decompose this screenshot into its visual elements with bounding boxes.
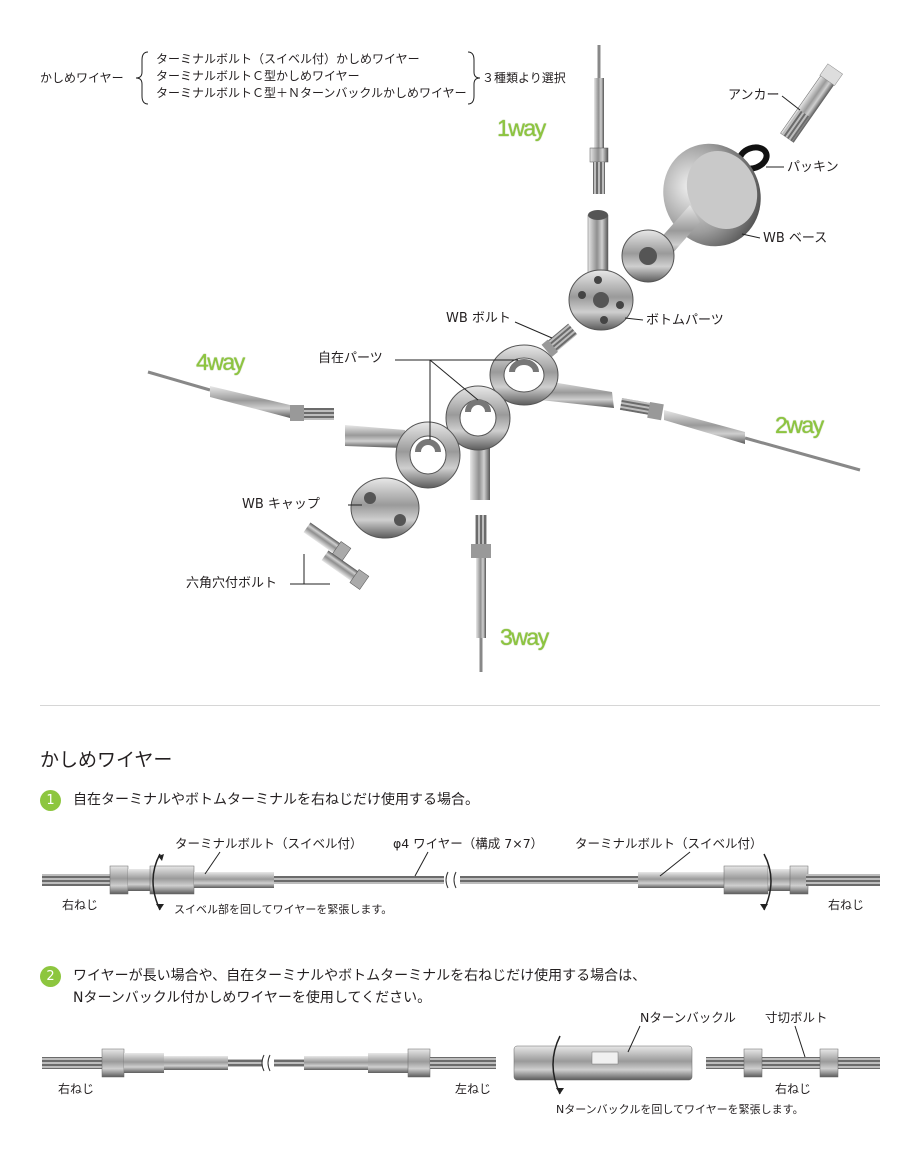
step1-badge: 1 bbox=[40, 790, 61, 811]
wire-type-label: かしめワイヤー bbox=[40, 71, 124, 85]
step2-left-thread-label: 左ねじ bbox=[455, 1082, 492, 1096]
wire-2way bbox=[619, 398, 861, 472]
wb-bolt-part bbox=[541, 323, 578, 357]
step2-leaders bbox=[627, 1025, 806, 1058]
step1-wire-assembly bbox=[42, 853, 880, 911]
wire-3way bbox=[471, 515, 491, 672]
section-divider bbox=[40, 705, 880, 706]
packing-label: パッキン bbox=[787, 160, 839, 175]
way-label-3: 3way bbox=[500, 624, 549, 650]
bottom-parts-part bbox=[568, 210, 634, 331]
wire-4way bbox=[147, 370, 334, 421]
wb-base-label: WB ベース bbox=[763, 231, 828, 246]
wb-base-part bbox=[621, 143, 761, 283]
wire-option-1: ターミナルボルト（スイベル付）かしめワイヤー bbox=[156, 52, 420, 66]
step1-swivel-note: スイベル部を回してワイヤーを緊張します。 bbox=[174, 903, 393, 916]
step1-text: 自在ターミナルやボトムターミナルを右ねじだけ使用する場合。 bbox=[73, 792, 479, 808]
step2-badge: 2 bbox=[40, 966, 61, 987]
step2-wire-assembly bbox=[42, 1035, 880, 1095]
hex-bolt-part-2 bbox=[321, 550, 370, 590]
step2-right-thread-label: 右ねじ bbox=[58, 1082, 95, 1096]
bottom-parts-label: ボトムパーツ bbox=[646, 313, 724, 328]
way-label-4: 4way bbox=[196, 349, 245, 375]
wb-cap-label: WB キャップ bbox=[242, 497, 320, 512]
step1-wire-spec-label: φ4 ワイヤー（構成 7×7） bbox=[393, 836, 544, 851]
step1-terminal-right-label: ターミナルボルト（スイベル付） bbox=[575, 836, 763, 851]
anchor-label: アンカー bbox=[728, 88, 780, 103]
step2-cut-bolt-label: 寸切ボルト bbox=[765, 1010, 828, 1025]
free-part-1 bbox=[489, 344, 614, 408]
step1-leaders bbox=[204, 851, 691, 877]
wire-option-2: ターミナルボルトＣ型かしめワイヤー bbox=[156, 69, 360, 83]
choose-three-label: ３種類より選択 bbox=[482, 71, 566, 85]
free-part-3 bbox=[345, 421, 461, 489]
free-part-2 bbox=[445, 385, 511, 500]
leader-lines bbox=[135, 51, 801, 585]
step2-text-line1: ワイヤーが長い場合や、自在ターミナルやボトムターミナルを右ねじだけ使用する場合は… bbox=[73, 968, 647, 984]
wb-bolt-label: WB ボルト bbox=[446, 311, 511, 326]
step2-turnbuckle-note: Nターンバックルを回してワイヤーを緊張します。 bbox=[556, 1103, 804, 1116]
hex-bolt-label: 六角穴付ボルト bbox=[186, 576, 278, 591]
step2-text-line2: Nターンバックル付かしめワイヤーを使用してください。 bbox=[73, 990, 432, 1006]
step2-right-thread-bolt-label: 右ねじ bbox=[775, 1082, 812, 1096]
step1-terminal-left-label: ターミナルボルト（スイベル付） bbox=[175, 836, 363, 851]
wire-options-list: ターミナルボルト（スイベル付）かしめワイヤー ターミナルボルトＣ型かしめワイヤー… bbox=[156, 51, 467, 102]
wire-1way bbox=[589, 45, 609, 194]
free-parts-label: 自在パーツ bbox=[318, 351, 383, 366]
step2-turnbuckle-label: Nターンバックル bbox=[640, 1010, 736, 1025]
anchor-part bbox=[780, 63, 843, 143]
step1-right-thread-left: 右ねじ bbox=[62, 898, 99, 912]
wb-cap-part bbox=[350, 477, 420, 539]
wire-option-3: ターミナルボルトＣ型＋Ｎターンバックルかしめワイヤー bbox=[156, 86, 467, 100]
way-label-2: 2way bbox=[775, 412, 824, 438]
way-label-1: 1way bbox=[497, 115, 546, 141]
step1-right-thread-right: 右ねじ bbox=[828, 898, 865, 912]
section-title: かしめワイヤー bbox=[40, 749, 173, 771]
